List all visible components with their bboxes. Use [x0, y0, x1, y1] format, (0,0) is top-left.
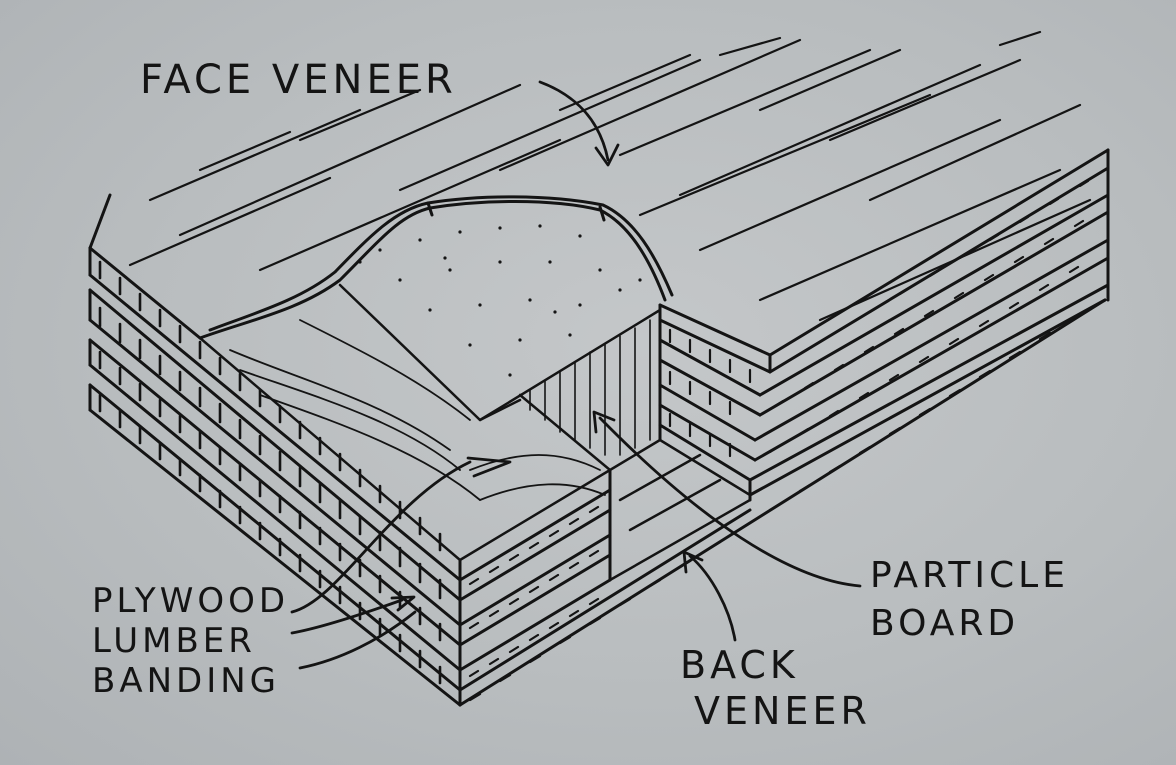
left-layer-hatching [98, 260, 442, 685]
back-veneer-floor [608, 438, 752, 582]
front-layer-hatching [468, 312, 1082, 702]
face-grain-lines [128, 30, 1092, 322]
face-veneer-arrow [538, 80, 620, 167]
back-veneer-arrow [682, 550, 737, 642]
banding-grain [229, 319, 606, 501]
back-veneer-label: VENEER [694, 689, 871, 733]
banding-arrow [298, 610, 417, 670]
plywood-arrow [290, 456, 512, 614]
particle-board-arrow [592, 410, 862, 588]
banding-label: BANDING [92, 661, 281, 701]
lumber-label: LUMBER [92, 621, 256, 661]
right-layer-hatching [668, 179, 1090, 458]
torn-veneer-edge [198, 195, 674, 340]
lumber-arrow [290, 595, 416, 635]
particle-label: PARTICLE [870, 555, 1069, 596]
right-layer-edges [658, 148, 1110, 502]
particle-speckles [358, 224, 642, 377]
back-label: BACK [680, 643, 799, 687]
board-label: BOARD [870, 603, 1020, 644]
particle-cut-face-hatch [529, 319, 651, 456]
face-veneer-top [88, 148, 1110, 357]
exposed-particle-board [338, 283, 662, 472]
left-layer-edges [88, 246, 462, 707]
face-veneer-label: FACE VENEER [140, 57, 457, 103]
plywood-label: PLYWOOD [92, 581, 290, 621]
